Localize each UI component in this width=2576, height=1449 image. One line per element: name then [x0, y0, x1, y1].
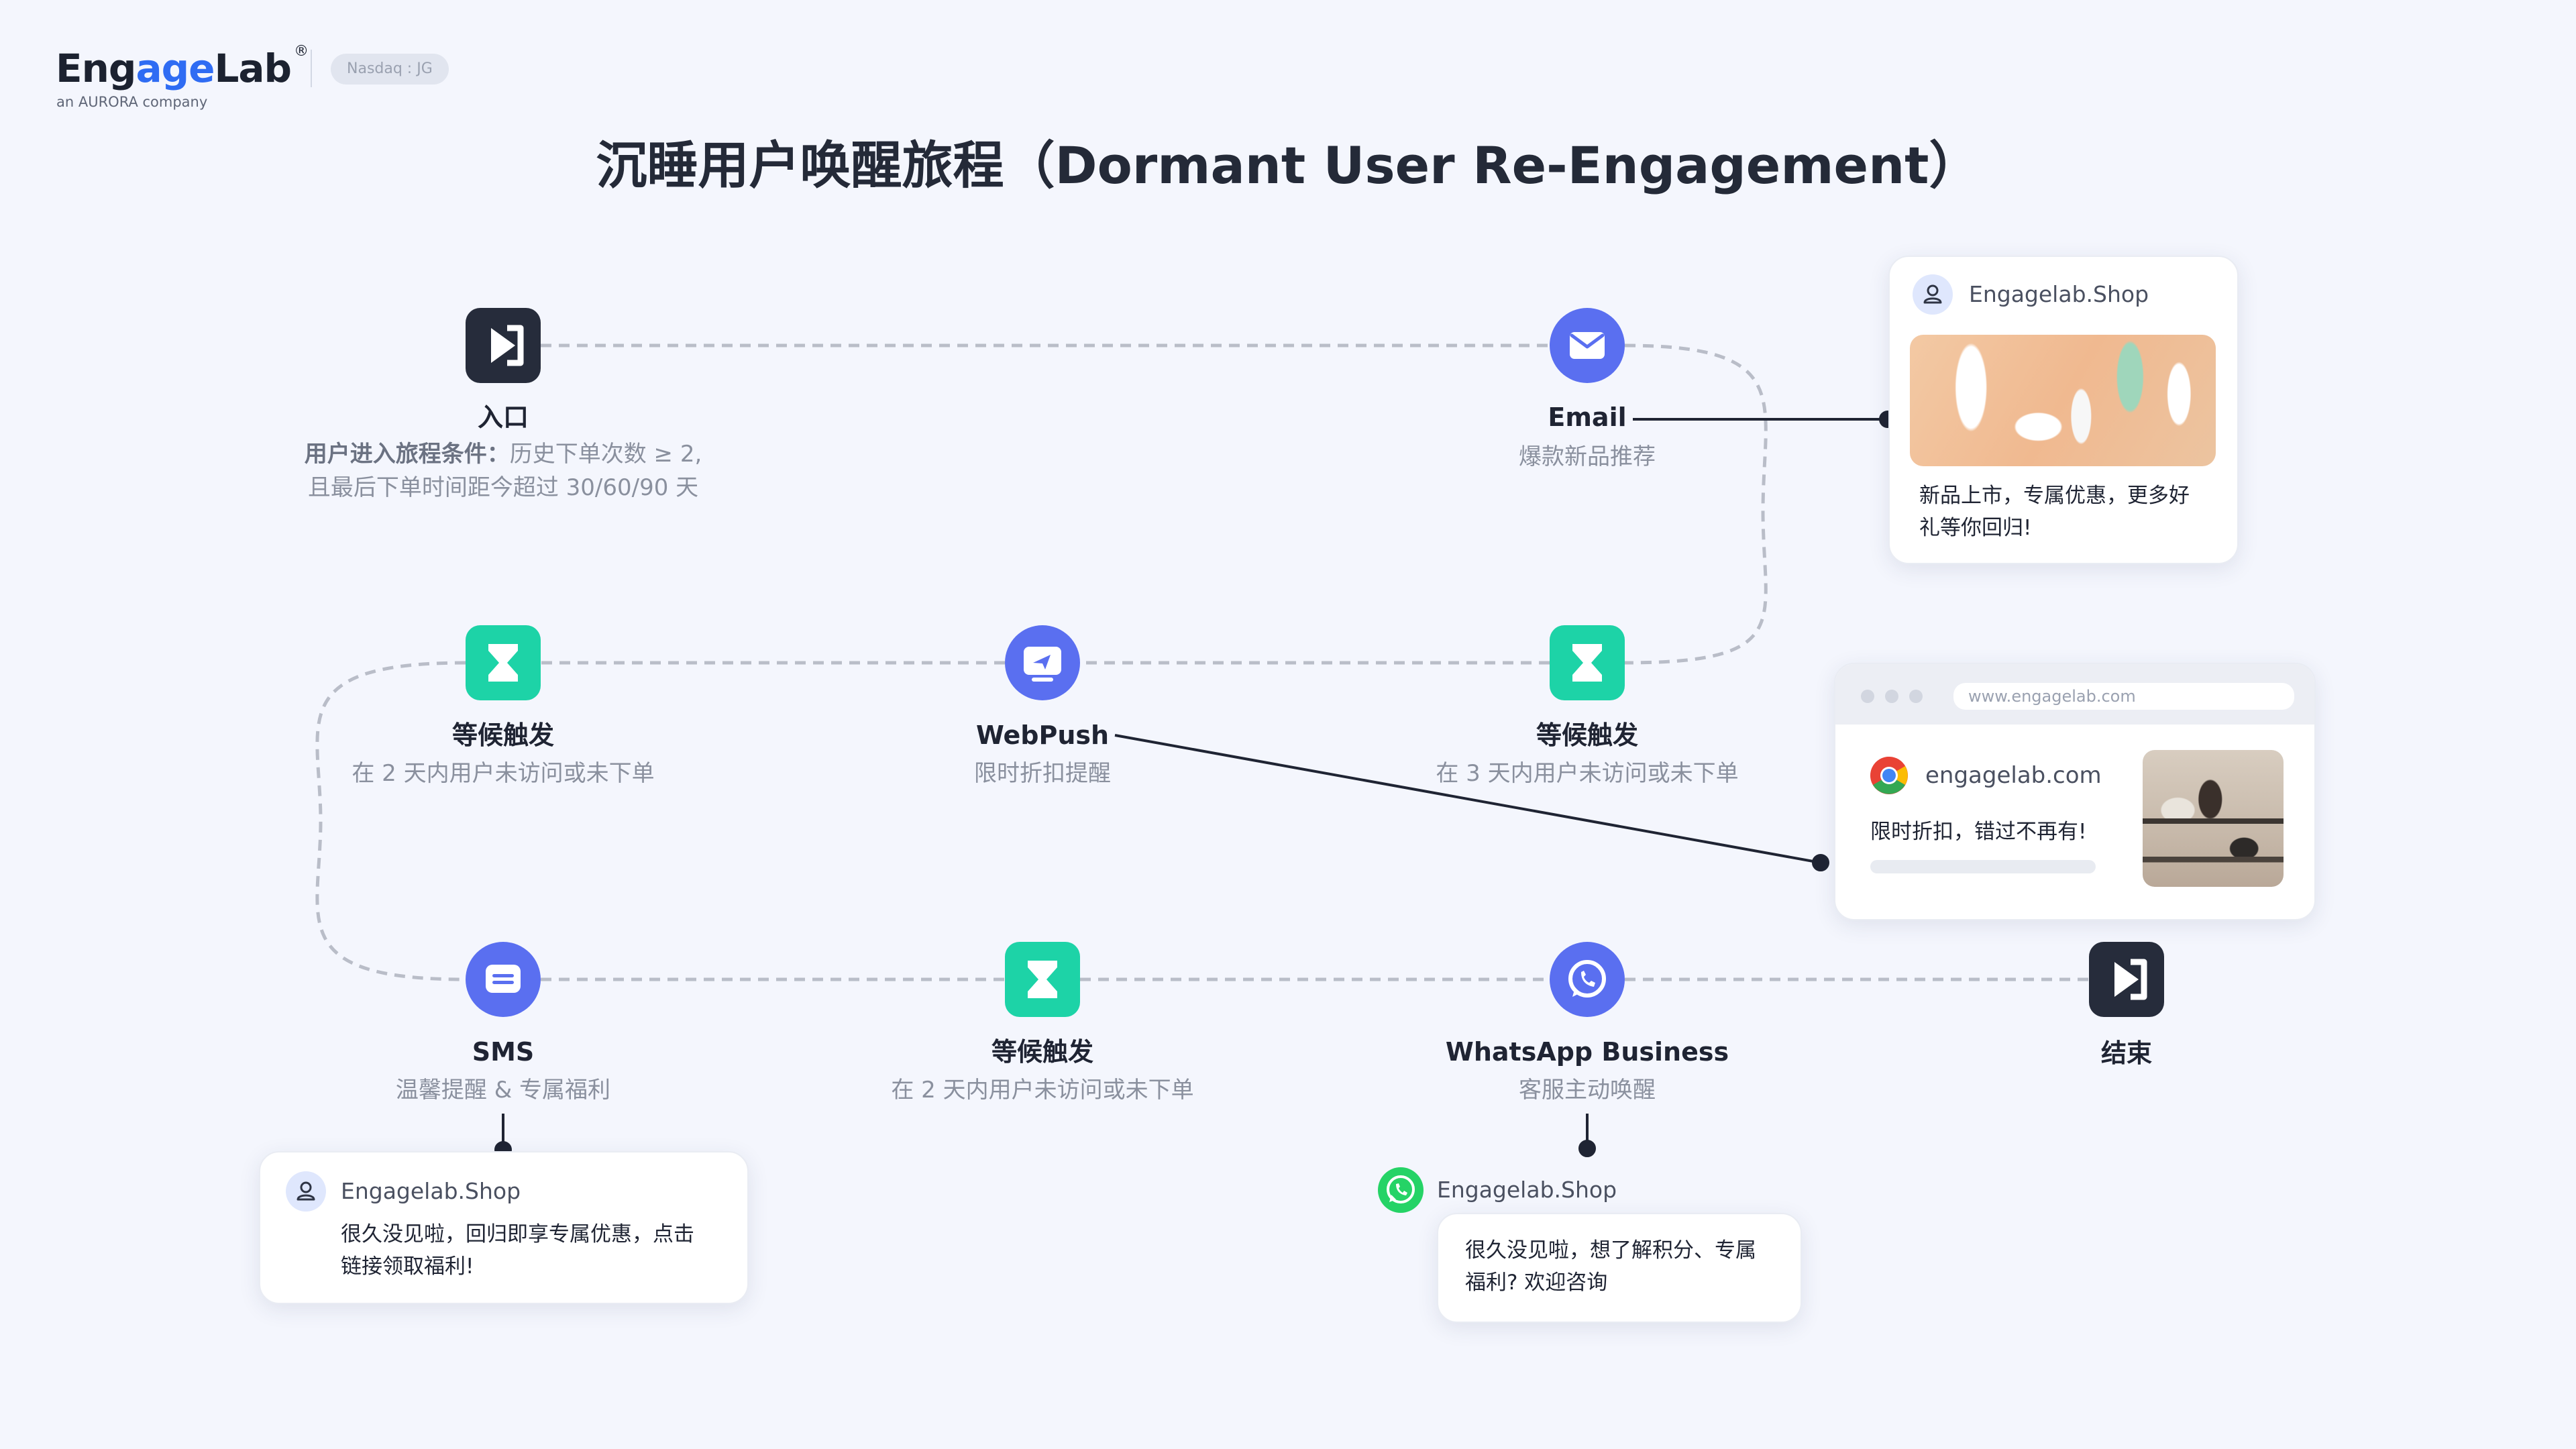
node-label-wait-3: 等候触发: [1536, 720, 1638, 750]
pointer-whatsapp-dot: [1578, 1140, 1596, 1157]
whatsapp-sender: Engagelab.Shop: [1437, 1177, 1617, 1203]
email-sender: Engagelab.Shop: [1969, 281, 2149, 307]
node-desc-webpush: 限时折扣提醒: [974, 760, 1111, 787]
hourglass-icon: [1005, 942, 1080, 1017]
node-label-wait-2a: 等候触发: [451, 720, 554, 750]
registered-mark: ®: [294, 43, 309, 60]
node-desc-entry-line2: 且最后下单时间距今超过 30/60/90 天: [307, 474, 699, 501]
node-label-whatsapp: WhatsApp Business: [1445, 1037, 1729, 1067]
node-label-webpush: WebPush: [975, 720, 1110, 750]
ticker-badge: Nasdaq : JG: [331, 54, 449, 85]
chrome-icon: [1869, 755, 1909, 796]
browser-url-bar: www.engagelab.com: [1953, 683, 2294, 710]
mail-icon: [1550, 308, 1625, 383]
browser-dot: [1885, 690, 1898, 703]
connector-wait2a-sms: [315, 661, 466, 981]
logo-text-accent: age: [136, 46, 215, 91]
logo-tagline: an AURORA company: [56, 94, 208, 110]
pointer-webpush-dot: [1812, 854, 1829, 871]
email-message-line2: 礼等你回归!: [1919, 516, 2032, 540]
webpush-site: engagelab.com: [1925, 762, 2102, 789]
whatsapp-message-line2: 福利? 欢迎咨询: [1465, 1271, 1608, 1295]
text-placeholder-bar: [1870, 860, 2096, 873]
logo-divider: [311, 50, 312, 87]
webpush-icon: [1005, 625, 1080, 700]
sms-message-line2: 链接领取福利!: [341, 1254, 474, 1279]
node-desc-entry: 用户进入旅程条件：历史下单次数 ≥ 2,: [201, 437, 805, 471]
email-preview-card: Engagelab.Shop 新品上市，专属优惠，更多好 礼等你回归!: [1888, 256, 2239, 564]
hourglass-icon: [466, 625, 541, 700]
whatsapp-icon: [1550, 942, 1625, 1017]
node-label-end: 结束: [2100, 1038, 2152, 1068]
webpush-product-image: [2143, 750, 2284, 887]
logo-text-part: Lab: [214, 46, 292, 91]
entry-condition-lead: 用户进入旅程条件：: [304, 441, 510, 468]
node-desc-whatsapp: 客服主动唤醒: [1519, 1077, 1656, 1104]
user-avatar-icon: [286, 1171, 326, 1212]
sms-sender: Engagelab.Shop: [341, 1178, 521, 1204]
enter-icon: [466, 308, 541, 383]
engagelab-logo: EngageLab®: [56, 42, 309, 95]
pointer-webpush-card: [1114, 734, 1821, 864]
node-label-entry: 入口: [477, 402, 529, 432]
hourglass-icon: [1550, 625, 1625, 700]
email-message-line1: 新品上市，专属优惠，更多好: [1919, 484, 2190, 508]
node-desc-wait-3: 在 3 天内用户未访问或未下单: [1436, 760, 1739, 787]
connector-email-wait3: [1624, 343, 1768, 665]
node-label-email: Email: [1548, 402, 1627, 432]
sms-icon: [466, 942, 541, 1017]
webpush-message: 限时折扣，错过不再有!: [1870, 820, 2087, 844]
sms-message-line1: 很久没见啦，回归即享专属优惠，点击: [341, 1222, 694, 1246]
browser-dot: [1861, 690, 1874, 703]
exit-icon: [2089, 942, 2164, 1017]
sms-preview-card: Engagelab.Shop 很久没见啦，回归即享专属优惠，点击 链接领取福利!: [259, 1151, 749, 1304]
entry-condition-1: 历史下单次数 ≥ 2,: [509, 441, 702, 468]
node-desc-email: 爆款新品推荐: [1519, 443, 1656, 470]
page-title: 沉睡用户唤醒旅程（Dormant User Re-Engagement）: [596, 136, 1980, 195]
logo-text-part: Eng: [56, 46, 136, 91]
node-desc-sms: 温馨提醒 & 专属福利: [395, 1077, 611, 1104]
node-desc-wait-2b: 在 2 天内用户未访问或未下单: [891, 1077, 1194, 1104]
browser-dot: [1909, 690, 1923, 703]
whatsapp-message-line1: 很久没见啦，想了解积分、专属: [1465, 1238, 1756, 1263]
webpush-preview-card: www.engagelab.com engagelab.com 限时折扣，错过不…: [1834, 663, 2316, 920]
user-avatar-icon: [1913, 274, 1953, 315]
whatsapp-message-bubble: 很久没见啦，想了解积分、专属 福利? 欢迎咨询: [1437, 1213, 1802, 1323]
whatsapp-logo-icon: [1377, 1166, 1425, 1214]
node-label-wait-2b: 等候触发: [991, 1037, 1093, 1067]
node-desc-wait-2a: 在 2 天内用户未访问或未下单: [352, 760, 655, 787]
node-label-sms: SMS: [472, 1037, 535, 1067]
email-product-image: [1910, 335, 2216, 466]
